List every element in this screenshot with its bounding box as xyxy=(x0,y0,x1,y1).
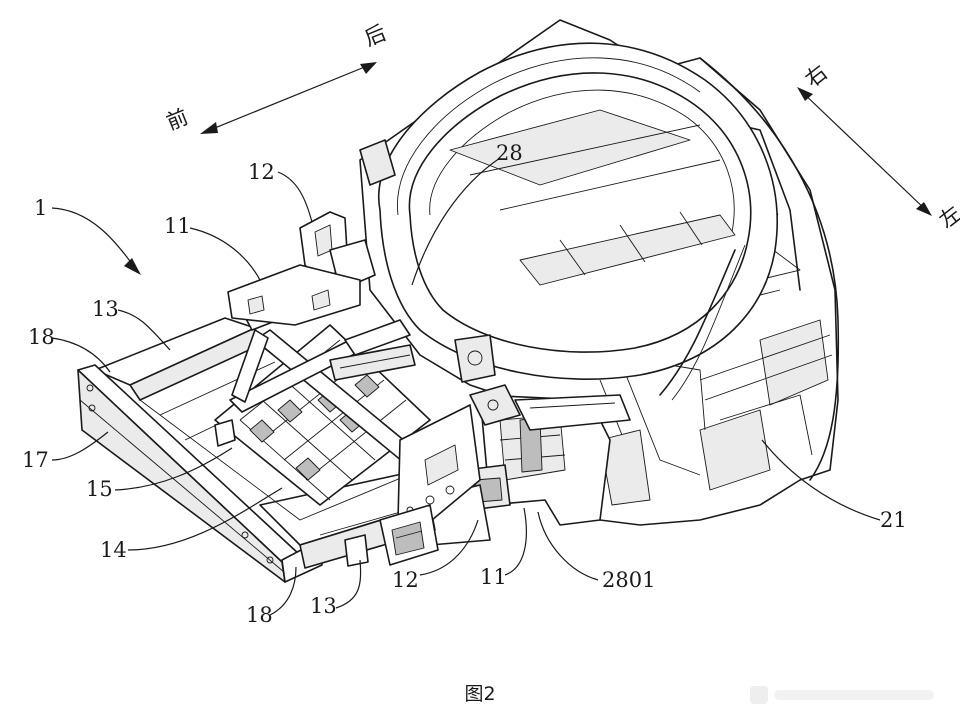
callout-11-lower: 11 xyxy=(480,565,507,589)
callout-15: 15 xyxy=(86,477,113,501)
ring-frame-28 xyxy=(359,42,778,401)
callout-12-lower: 12 xyxy=(392,568,419,592)
callout-11-upper: 11 xyxy=(164,214,191,238)
callout-2801: 2801 xyxy=(602,568,655,592)
front-subframe-1 xyxy=(77,211,481,583)
callout-14: 14 xyxy=(100,538,127,562)
leader-lines xyxy=(51,157,881,616)
callout-13-upper: 13 xyxy=(92,297,119,321)
direction-label-left: 左 xyxy=(935,201,960,233)
callout-1: 1 xyxy=(34,196,47,220)
callout-18-upper: 18 xyxy=(28,325,55,349)
front-arrow-head xyxy=(200,122,218,134)
direction-label-front: 前 xyxy=(163,105,191,135)
figure-caption: 图2 xyxy=(464,683,495,705)
callout-13-lower: 13 xyxy=(310,594,337,618)
rear-arrow-head xyxy=(360,62,377,74)
callout-28: 28 xyxy=(496,141,523,165)
watermark-logo xyxy=(750,686,934,704)
callout-17: 17 xyxy=(22,448,49,472)
direction-label-right: 右 xyxy=(801,60,832,92)
callout-18-lower: 18 xyxy=(246,603,273,627)
right-arrow-head xyxy=(797,87,813,101)
reference-numerals: 1 12 11 13 18 17 15 14 18 13 12 11 2801 … xyxy=(22,141,907,627)
left-arrow-head xyxy=(916,202,932,216)
right-left-arrow-line xyxy=(799,89,929,213)
callout-21: 21 xyxy=(880,508,907,532)
direction-label-rear: 后 xyxy=(361,21,389,51)
front-rear-arrow-line xyxy=(204,63,373,133)
callout-12-upper: 12 xyxy=(248,160,275,184)
